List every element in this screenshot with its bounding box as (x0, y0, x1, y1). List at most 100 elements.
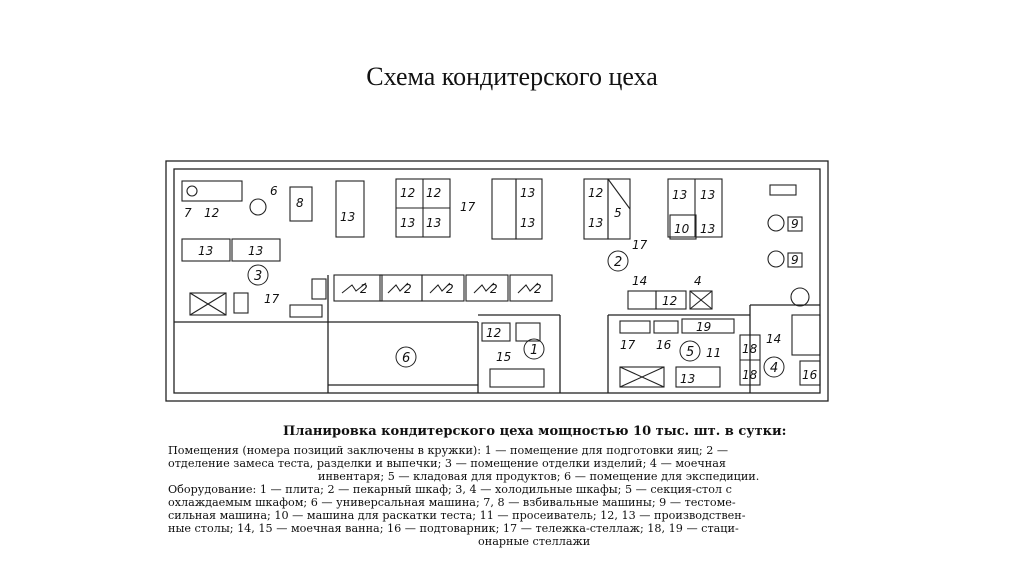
room-number: 6 (402, 351, 410, 366)
equipment-label: 12 (486, 326, 501, 340)
equipment-label: 16 (656, 338, 672, 352)
equipment-label: 15 (496, 350, 511, 364)
sink (489, 368, 545, 388)
equipment-label: 9 (791, 217, 799, 231)
legend-line: охлаждаемым шкафом; 6 — универсальная ма… (168, 496, 736, 509)
equipment-label: 13 (588, 216, 603, 230)
equipment-label: 16 (802, 368, 818, 382)
room-number: 5 (686, 345, 694, 360)
equipment-box (787, 252, 803, 268)
equipment-label: 13 (340, 210, 355, 224)
equipment-label: 17 (460, 200, 476, 214)
table (231, 238, 281, 262)
legend-line: отделение замеса теста, разделки и выпеч… (168, 457, 726, 470)
table (481, 322, 511, 342)
equipment-label: 7 (184, 206, 192, 220)
rack (681, 318, 735, 334)
table (669, 214, 697, 240)
legend-line: сильная машина; 10 — машина для раскатки… (168, 509, 746, 522)
cart (619, 320, 651, 334)
pallet (799, 360, 821, 386)
legend-line: инвентаря; 5 — кладовая для продуктов; 6… (318, 470, 760, 483)
equipment-label: 17 (620, 338, 636, 352)
table (515, 178, 543, 240)
equipment-label: 18 (742, 368, 758, 382)
equipment-label: 13 (672, 188, 687, 202)
equipment-box (233, 292, 249, 314)
plan-caption-title: Планировка кондитерского цеха мощностью … (283, 424, 787, 439)
equipment-label: 13 (248, 244, 263, 258)
equipment-box (627, 290, 657, 310)
equipment-label: 14 (632, 274, 647, 288)
equipment-label: 6 (270, 184, 278, 198)
equipment-label: 8 (296, 196, 304, 210)
legend-line: ные столы; 14, 15 — моечная ванна; 16 — … (168, 522, 739, 535)
equipment-label: 13 (700, 188, 715, 202)
equipment-label: 12 (588, 186, 603, 200)
table (491, 178, 517, 240)
equipment-label: 11 (706, 346, 721, 360)
equipment-label: 10 (674, 222, 690, 236)
legend-line: Помещения (номера позиций заключены в кр… (168, 444, 729, 457)
equipment-label: 2 (490, 282, 498, 296)
equipment-label: 12 (426, 186, 441, 200)
stove (515, 322, 541, 342)
cart (289, 304, 323, 318)
room-number: 4 (770, 361, 778, 376)
equipment-label: 2 (534, 282, 542, 296)
equipment-label: 17 (264, 292, 280, 306)
oven (333, 274, 383, 302)
legend-line: онарные стеллажи (478, 535, 591, 548)
equipment-round (767, 214, 785, 232)
equipment-round (186, 185, 198, 197)
equipment-label: 13 (520, 186, 535, 200)
slide-title: Схема кондитерского цеха (366, 62, 658, 91)
equipment-label: 9 (791, 253, 799, 267)
legend-line: Оборудование: 1 — плита; 2 — пекарный шк… (168, 483, 732, 496)
equipment-label: 4 (694, 274, 702, 288)
equipment-box (769, 184, 797, 196)
equipment-label: 13 (520, 216, 535, 230)
equipment-label: 14 (766, 332, 781, 346)
equipment-box (311, 278, 327, 300)
equipment-box (181, 180, 243, 202)
equipment-label: 18 (742, 342, 758, 356)
fridge (189, 292, 227, 316)
equipment-label: 13 (426, 216, 441, 230)
equipment-round (790, 287, 810, 307)
table (335, 180, 365, 238)
room-number: 3 (254, 269, 262, 284)
equipment-label: 12 (662, 294, 677, 308)
pallet (653, 320, 679, 334)
room-number: 2 (614, 255, 622, 270)
table (675, 366, 721, 388)
oven (421, 274, 465, 302)
equipment-round (767, 250, 785, 268)
outer-wall (165, 160, 829, 402)
equipment-label: 19 (696, 320, 711, 334)
sink (791, 314, 821, 356)
oven (379, 274, 423, 302)
table (655, 290, 687, 310)
equipment-label: 17 (632, 238, 648, 252)
oven (509, 274, 553, 302)
equipment-label: 12 (400, 186, 415, 200)
floor-plan: 3 2 6 1 5 4 7 12 6 8 13 13 17 13 12 12 1… (165, 160, 829, 402)
equipment-box (289, 186, 313, 222)
equipment-label: 13 (680, 372, 695, 386)
equipment-label: 13 (400, 216, 415, 230)
equipment-label: 2 (360, 282, 368, 296)
equipment-label: 13 (198, 244, 213, 258)
fridge (689, 290, 713, 310)
equipment-box (787, 216, 803, 232)
oven (465, 274, 509, 302)
equipment-label: 12 (204, 206, 219, 220)
equipment-label: 2 (446, 282, 454, 296)
equipment-label: 2 (404, 282, 412, 296)
equipment-round (249, 198, 267, 216)
table (181, 238, 231, 262)
room-number: 1 (530, 343, 538, 358)
equipment-label: 5 (614, 206, 622, 220)
outer-wall-inner (173, 168, 821, 394)
fridge (619, 366, 665, 388)
